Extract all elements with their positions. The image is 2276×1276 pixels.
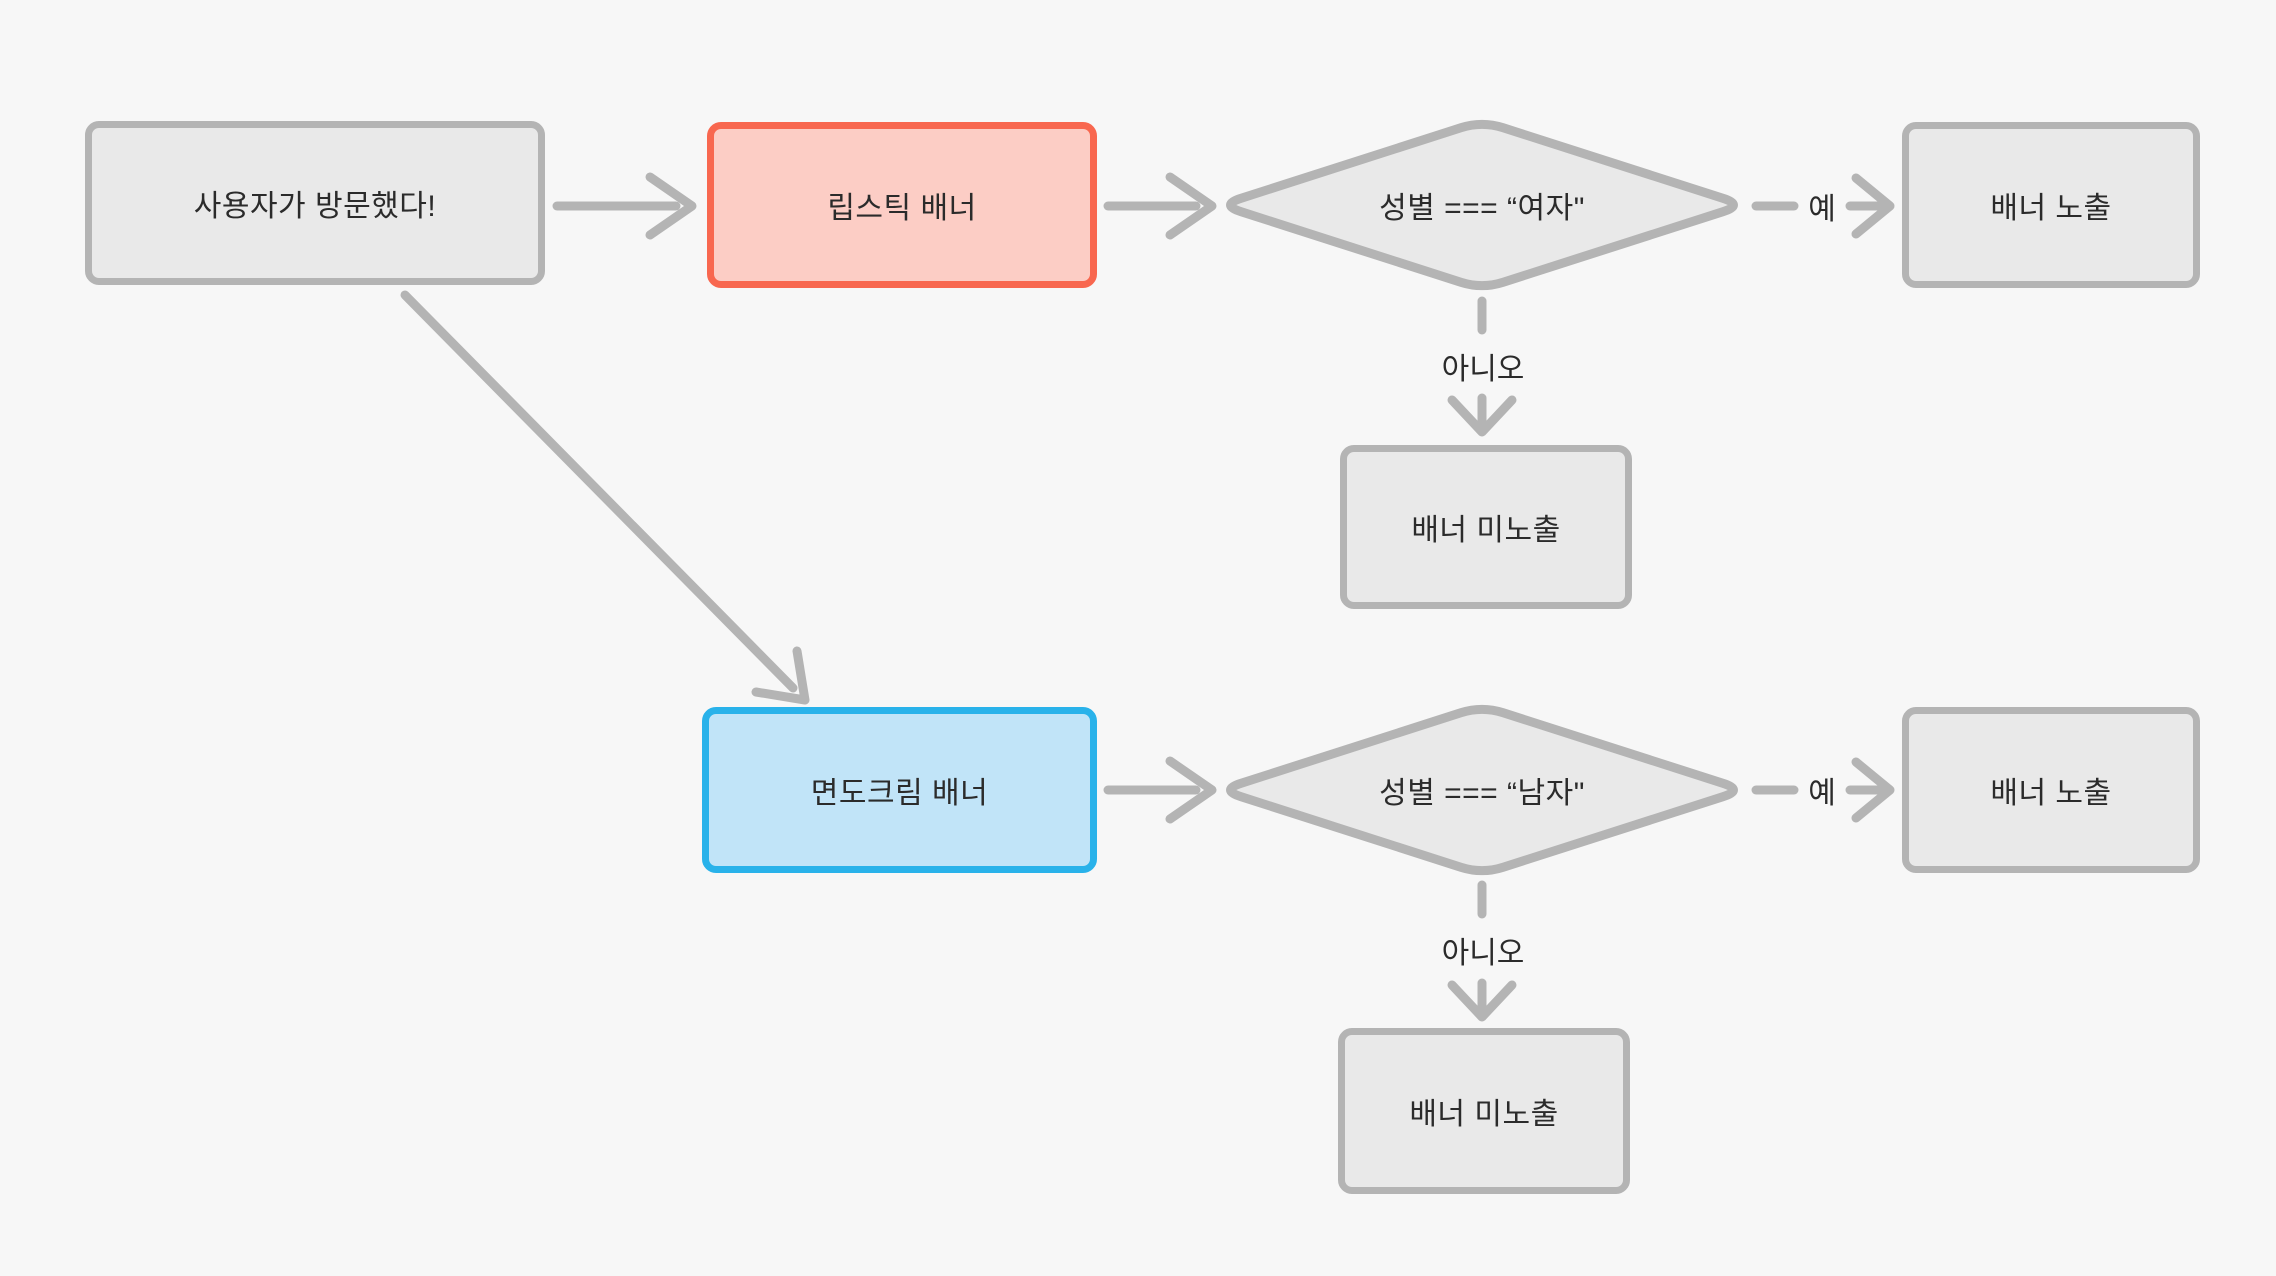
node-banner-hidden-top: 배너 미노출 <box>1340 445 1632 609</box>
node-banner-hidden-top-label: 배너 미노출 <box>1411 514 1561 547</box>
node-user-visited: 사용자가 방문했다! <box>85 121 545 285</box>
node-gender-male-decision <box>1226 704 1738 876</box>
arrowhead-visit-to-shaving <box>751 646 810 705</box>
node-shaving-cream-banner: 면도크림 배너 <box>702 707 1097 873</box>
node-banner-hidden-bottom-label: 배너 미노출 <box>1409 1098 1559 1131</box>
arrowhead-visit-to-lipstick <box>645 172 697 240</box>
node-banner-shown-top: 배너 노출 <box>1902 122 2200 288</box>
edge-label-yes-bottom: 예 <box>1808 777 1836 810</box>
node-shaving-cream-banner-label: 면도크림 배너 <box>810 777 989 810</box>
node-lipstick-banner-label: 립스틱 배너 <box>827 192 977 225</box>
edge-label-yes-top: 예 <box>1808 193 1836 226</box>
arrowhead-female-yes <box>1851 173 1895 239</box>
node-banner-shown-bottom: 배너 노출 <box>1902 707 2200 873</box>
edge-visit-to-shaving <box>400 290 798 693</box>
node-lipstick-banner: 립스틱 배너 <box>707 122 1097 288</box>
node-gender-female-decision-label: 성별 === “여자" <box>1379 192 1585 225</box>
arrowhead-male-yes <box>1851 757 1895 823</box>
node-user-visited-label: 사용자가 방문했다! <box>193 190 437 223</box>
node-banner-shown-bottom-label: 배너 노출 <box>1990 777 2112 810</box>
node-gender-male-decision-label: 성별 === “남자" <box>1379 777 1585 810</box>
node-banner-hidden-bottom: 배너 미노출 <box>1338 1028 1630 1194</box>
arrowhead-female-no <box>1447 395 1517 437</box>
arrowhead-male-no <box>1447 980 1517 1022</box>
node-gender-female-decision <box>1226 119 1738 291</box>
edge-label-no-top: 아니오 <box>1441 353 1525 386</box>
node-banner-shown-top-label: 배너 노출 <box>1990 192 2112 225</box>
edge-label-no-bottom: 아니오 <box>1441 937 1525 970</box>
arrowhead-lipstick-to-female-check <box>1165 172 1217 240</box>
arrowhead-shaving-to-male-check <box>1165 756 1217 824</box>
